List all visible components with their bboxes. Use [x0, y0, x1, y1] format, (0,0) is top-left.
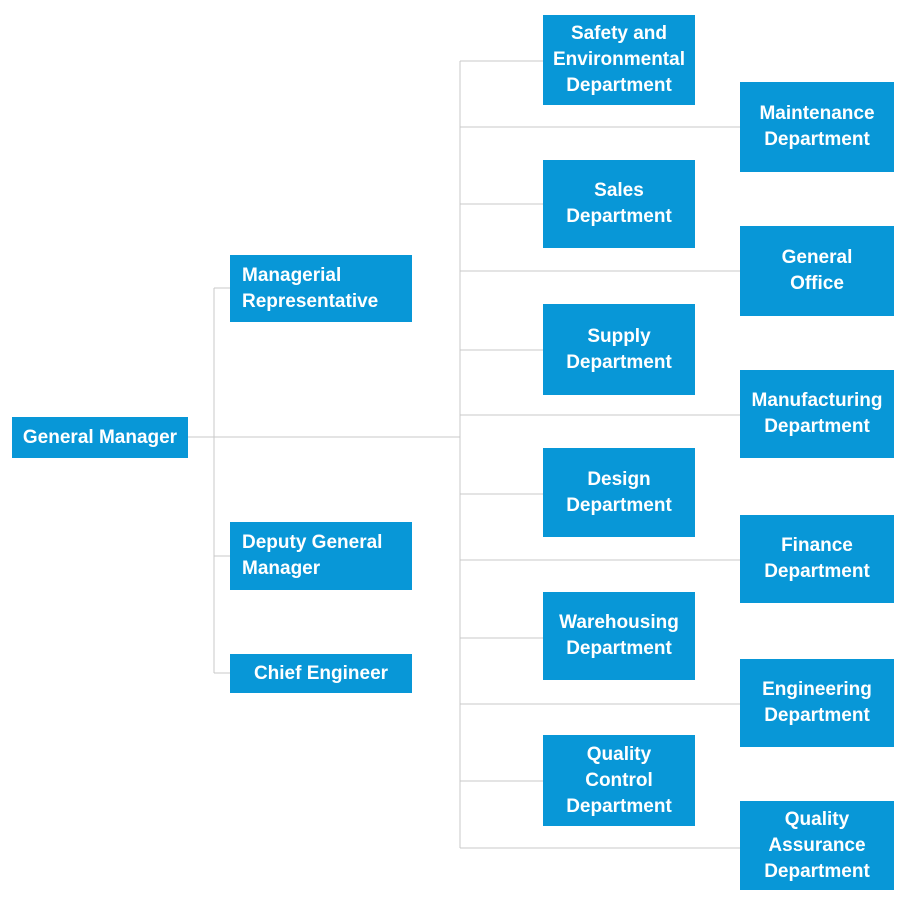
- node-general-office[interactable]: General Office: [740, 226, 894, 316]
- node-general-manager[interactable]: General Manager: [12, 417, 188, 458]
- node-label: Safety and Environmental Department: [553, 23, 685, 96]
- node-label: Design Department: [566, 468, 672, 516]
- node-label: Maintenance Department: [759, 103, 875, 150]
- node-label: Quality Assurance Department: [764, 808, 870, 882]
- node-label: Sales Department: [566, 180, 672, 227]
- node-design-department[interactable]: Design Department: [543, 448, 695, 537]
- node-label: Engineering Department: [762, 679, 872, 726]
- node-managerial-representative[interactable]: Managerial Representative: [230, 255, 412, 322]
- node-engineering-department[interactable]: Engineering Department: [740, 659, 894, 747]
- connector-path: [188, 60, 740, 849]
- node-manufacturing-department[interactable]: Manufacturing Department: [740, 370, 894, 458]
- node-supply-department[interactable]: Supply Department: [543, 304, 695, 395]
- node-label: Supply Department: [566, 325, 672, 373]
- node-quality-assurance-department[interactable]: Quality Assurance Department: [740, 801, 894, 890]
- node-maintenance-department[interactable]: Maintenance Department: [740, 82, 894, 172]
- node-safety-environmental-department[interactable]: Safety and Environmental Department: [543, 15, 695, 105]
- node-label: Managerial Representative: [242, 264, 379, 312]
- node-label: Deputy General Manager: [242, 532, 383, 579]
- node-chief-engineer[interactable]: Chief Engineer: [230, 654, 412, 693]
- node-label: Quality Control Department: [566, 743, 672, 817]
- node-finance-department[interactable]: Finance Department: [740, 515, 894, 603]
- node-label: Chief Engineer: [253, 662, 389, 684]
- node-label: General Manager: [22, 426, 178, 448]
- node-warehousing-department[interactable]: Warehousing Department: [543, 592, 695, 680]
- node-label: Warehousing Department: [559, 612, 679, 659]
- node-label: Finance Department: [764, 535, 870, 582]
- node-label: Manufacturing Department: [751, 390, 883, 437]
- node-quality-control-department[interactable]: Quality Control Department: [543, 735, 695, 826]
- node-deputy-general-manager[interactable]: Deputy General Manager: [230, 522, 412, 590]
- node-sales-department[interactable]: Sales Department: [543, 160, 695, 248]
- node-label: General Office: [781, 247, 853, 294]
